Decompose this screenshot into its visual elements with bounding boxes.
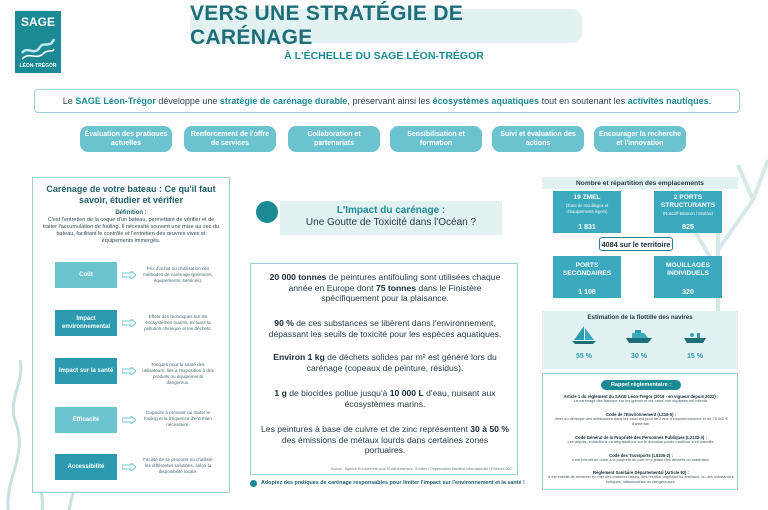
criterion-health: Impact sur la santé bbox=[55, 358, 117, 384]
axis-pill: Sensibilisation et formation bbox=[390, 126, 482, 152]
intro-text: Le SAGE Léon-Trégor développe une straté… bbox=[62, 96, 712, 106]
wave-logo-icon bbox=[21, 38, 56, 60]
criterion-environment: Impact environnemental bbox=[55, 310, 117, 336]
criterion-accessibility-text: Facilité de se procurer ou d'utiliser le… bbox=[143, 457, 213, 474]
careening-guide-panel: Carénage de votre bateau : Ce qu'il faut… bbox=[32, 177, 230, 493]
definition-text: C'est l'entretien de la coque d'un batea… bbox=[42, 217, 220, 244]
criterion-cost-text: Prix d'achat ou d'utilisation des méthod… bbox=[143, 266, 213, 283]
criterion-health-text: Risques pour la santé des utilisateurs, … bbox=[142, 362, 214, 385]
arrow-right-icon bbox=[122, 416, 136, 424]
impact-heading: L'Impact du carénage : bbox=[336, 205, 446, 216]
page-subtitle: À L'ÉCHELLE DU SAGE LÉON-TRÉGOR bbox=[284, 50, 484, 62]
law-item: Code de l'Environnement (L216-6) : Jeter… bbox=[554, 412, 728, 426]
definition-title: Définition : bbox=[115, 210, 147, 216]
strategy-axes: Évaluation des pratiques actuelles Renfo… bbox=[80, 126, 690, 152]
moorings-total: 4084 sur le territoire bbox=[599, 237, 673, 251]
axis-pill: Encourager la recherche et l'innovation bbox=[594, 126, 686, 152]
intro-banner: Le SAGE Léon-Trégor développe une straté… bbox=[34, 89, 740, 113]
criterion-efficiency-text: Capacité à prévenir ou traiter le foulin… bbox=[144, 410, 212, 427]
law-item: Article 1 du règlement du SAGE Léon-Trég… bbox=[563, 394, 719, 403]
axis-pill: Suivi et évaluation des actions bbox=[492, 126, 584, 152]
moorings-title: Nombre et répartition des emplacements bbox=[542, 177, 738, 189]
sailboat-icon bbox=[572, 326, 596, 344]
small-boat-icon bbox=[684, 333, 706, 343]
fleet-title: Estimation de la flottille des navires bbox=[587, 314, 693, 321]
fleet-percent-motor: 30 % bbox=[631, 353, 647, 360]
logo-top-text: SAGE bbox=[20, 15, 55, 29]
source-note: Source : Agence Européenne pour l'Enviro… bbox=[330, 467, 513, 471]
law-item: Code Général de la Propriété des Personn… bbox=[567, 435, 715, 444]
fleet-percent-small: 15 % bbox=[687, 353, 703, 360]
arrow-right-icon bbox=[122, 463, 136, 471]
fleet-panel: Estimation de la flottille des navires 5… bbox=[542, 311, 738, 369]
title-banner: VERS UNE STRATÉGIE DE CARÉNAGE bbox=[190, 2, 582, 49]
moorings-box-ports: 2 PORTS STRUCTURANTS (Roscoff-Bloscon / … bbox=[654, 191, 722, 233]
criterion-environment-text: Effets des techniques sur les écosystème… bbox=[144, 314, 212, 331]
law-item: Règlement Sanitaire Départemental (Artic… bbox=[548, 470, 734, 484]
page-title: VERS UNE STRATÉGIE DE CARÉNAGE bbox=[190, 2, 464, 49]
criterion-accessibility: Accessibilité bbox=[55, 454, 117, 480]
moorings-box-zmel: 19 ZMEL (Zone de mouillages et d'équipem… bbox=[553, 191, 621, 233]
arrow-right-icon bbox=[122, 367, 136, 375]
criterion-efficiency: Efficacité bbox=[55, 407, 117, 433]
moorings-box-secondary: PORTS SECONDAIRES 1 108 bbox=[553, 256, 621, 298]
arrow-right-icon bbox=[122, 319, 136, 327]
fleet-percent-sail: 55 % bbox=[576, 353, 592, 360]
moorings-box-individual: MOUILLAGES INDIVIDUELS 320 bbox=[654, 256, 722, 298]
axis-pill: Renforcement de l'offre de services bbox=[184, 126, 276, 152]
regulation-title: Rappel réglementaire : bbox=[601, 380, 681, 390]
footer-text: Adoptez des pratiques de carénage respon… bbox=[261, 480, 525, 486]
fact-item: Les peintures à base de cuivre et de zin… bbox=[261, 424, 509, 455]
bullet-dot-icon bbox=[250, 479, 257, 487]
arrow-right-icon bbox=[122, 271, 136, 279]
fact-item: 20 000 tonnes de peintures antifouling s… bbox=[269, 272, 501, 303]
fact-item: 1 g de biocides pollue jusqu'à 10 000 L … bbox=[274, 388, 496, 409]
axis-pill: Évaluation des pratiques actuelles bbox=[80, 126, 172, 152]
logo-bottom-text: LÉON-TRÉGOR bbox=[19, 63, 57, 69]
impact-facts-panel: 20 000 tonnes de peintures antifouling s… bbox=[250, 263, 518, 475]
impact-heading-box: L'Impact du carénage : Une Goutte de Tox… bbox=[280, 201, 502, 235]
axis-pill: Collaboration et partenariats bbox=[288, 126, 380, 152]
criterion-cost: Coût bbox=[55, 262, 117, 288]
impact-dot-icon bbox=[256, 201, 278, 223]
fact-item: Environ 1 kg de déchets solides par m² e… bbox=[273, 352, 497, 373]
law-item: Code des Transports (L5335-2) : Il est i… bbox=[572, 453, 710, 462]
impact-subheading: Une Goutte de Toxicité dans l'Océan ? bbox=[305, 217, 477, 228]
guide-title: Carénage de votre bateau : Ce qu'il faut… bbox=[46, 184, 216, 205]
regulation-panel: Rappel réglementaire : Article 1 du règl… bbox=[542, 373, 738, 490]
fact-item: 90 % de ces substances se libèrent dans … bbox=[268, 318, 502, 339]
sage-logo: SAGE LÉON-TRÉGOR bbox=[15, 11, 61, 73]
motorboat-icon bbox=[626, 330, 652, 343]
footer-note: Adoptez des pratiques de carénage respon… bbox=[250, 478, 550, 488]
